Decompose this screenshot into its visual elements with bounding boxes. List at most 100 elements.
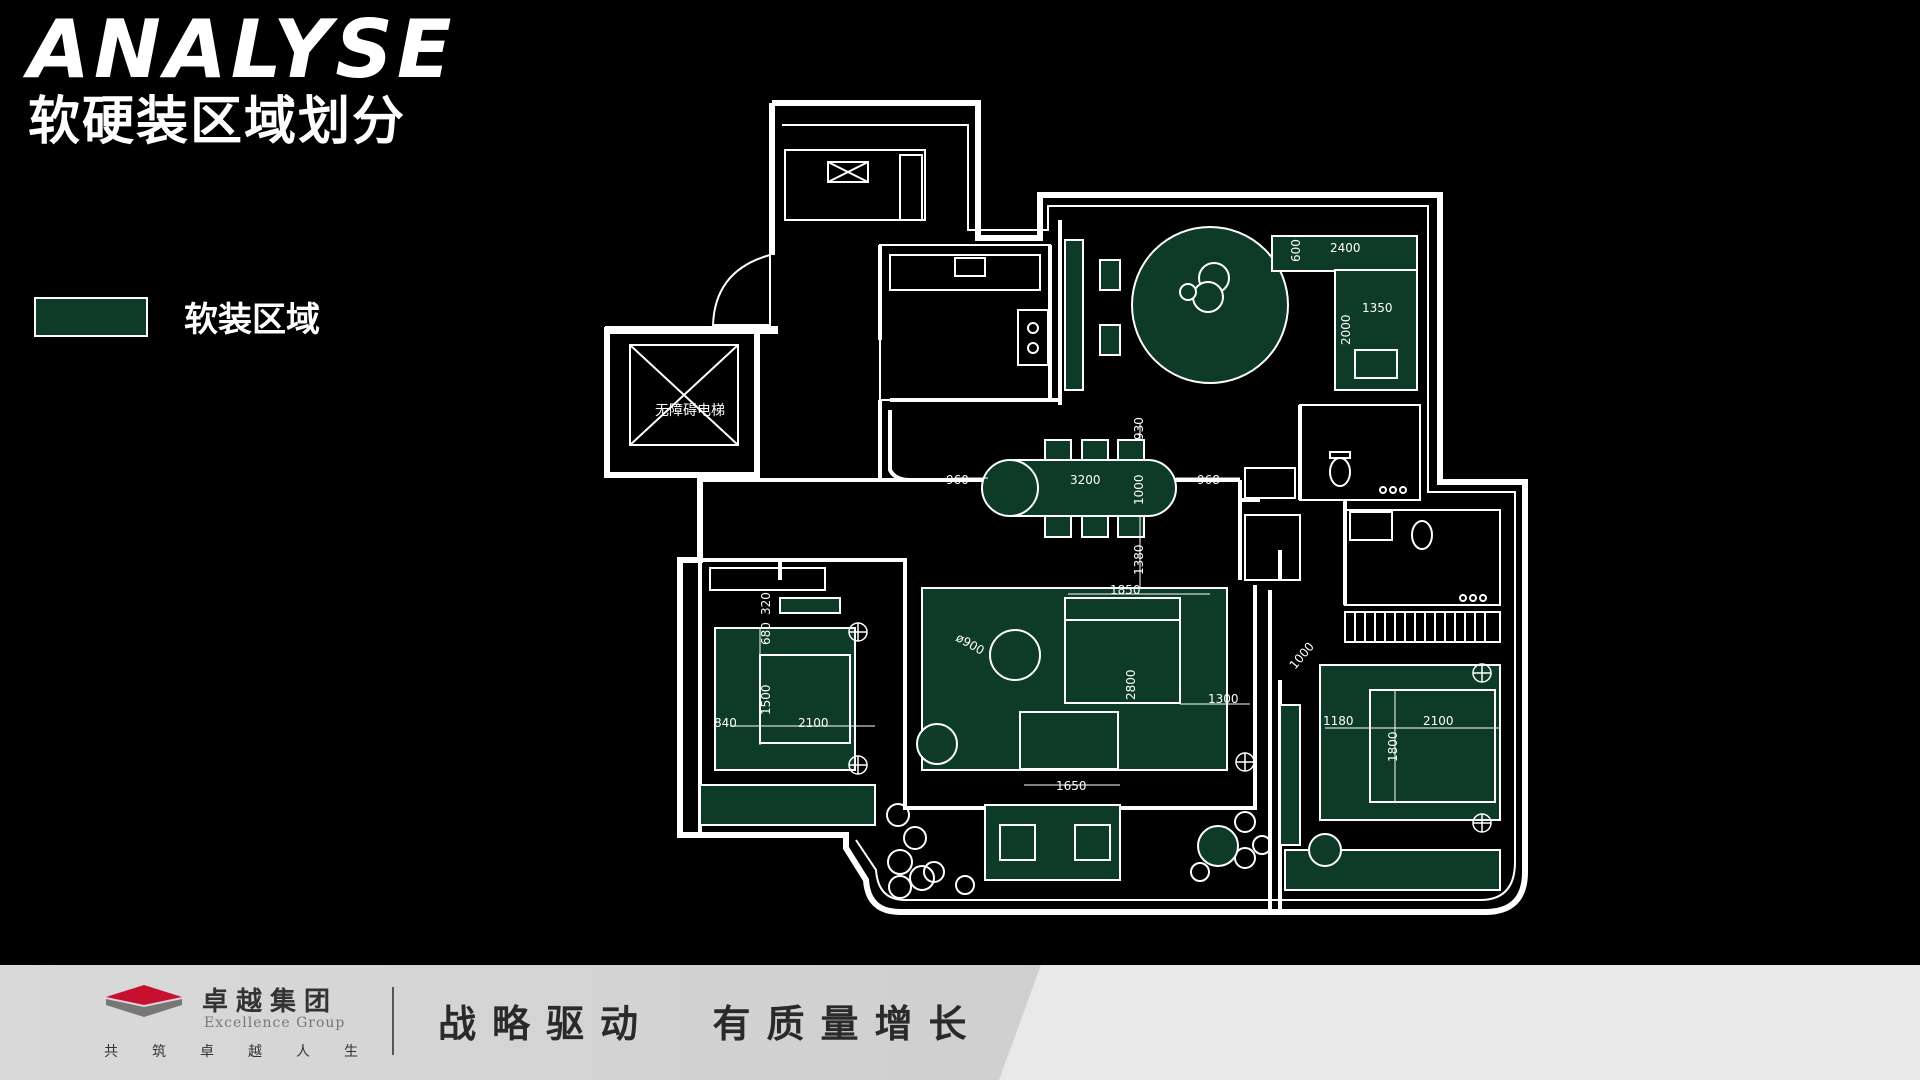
dining-chair: [1117, 439, 1145, 463]
company-logo-icon: [106, 985, 182, 1017]
bath-storage: [1244, 514, 1301, 581]
burner: [1389, 486, 1397, 494]
ottoman: [1019, 711, 1119, 770]
page-title-cn: 软硬装区域划分: [28, 92, 407, 152]
armchair: [916, 723, 958, 765]
elevator-label: 无障碍电梯: [655, 403, 725, 419]
footer-decor: [999, 965, 1920, 1080]
dim-label: 1650: [1056, 779, 1087, 793]
bath-2: [1344, 509, 1501, 606]
closet-hatch: [1354, 612, 1486, 642]
dim-label: 2000: [1339, 314, 1353, 345]
dim-label: 1180: [1323, 714, 1354, 728]
legend-swatch: [34, 296, 148, 337]
dim-label: 840: [714, 716, 737, 730]
burner: [1379, 486, 1387, 494]
side-table: [1192, 281, 1224, 313]
bay: [784, 149, 926, 221]
dim-label: 960: [946, 473, 969, 487]
dim-label: 1800: [1386, 731, 1400, 762]
dim-label: 2100: [798, 716, 829, 730]
dining-chair: [1081, 514, 1109, 538]
tv-cabinet: [999, 824, 1036, 861]
dim-label: 1000: [1132, 474, 1146, 505]
page-title-en: ANALYSE: [28, 3, 456, 96]
burner: [1479, 594, 1487, 602]
round-coffee-table: [989, 629, 1041, 681]
dining-chair: [1081, 439, 1109, 463]
closet: [1344, 611, 1501, 643]
bay-window: [827, 161, 869, 183]
dim-label: 1850: [1110, 583, 1141, 597]
dim-label: 1000: [1287, 640, 1317, 672]
burner: [1399, 486, 1407, 494]
chair: [1099, 259, 1121, 291]
kitchen-sink: [954, 257, 986, 277]
marble-round: [981, 459, 1039, 517]
kitchen-wall: [878, 220, 1062, 405]
bay-cross: [827, 161, 869, 183]
burner: [1459, 594, 1467, 602]
dim-label: 3200: [1070, 473, 1101, 487]
elevator-car: [629, 344, 739, 446]
floor-plan: 无障碍电梯 2400 600 1350 2000 930 960 3200 96…: [604, 100, 1528, 915]
dim-label: 968: [1197, 473, 1220, 487]
dining-chair: [1044, 439, 1072, 463]
company-name-en: Excellence Group: [204, 1015, 346, 1031]
burner: [1469, 594, 1477, 602]
dim-label: 2100: [1423, 714, 1454, 728]
legend-label: 软装区域: [184, 300, 320, 340]
company-name-cn: 卓越集团: [202, 987, 339, 1017]
stove-burner: [1027, 322, 1039, 334]
tv-cabinet: [1074, 824, 1111, 861]
bedroom-wall: [698, 558, 907, 835]
dim-label: 1500: [759, 684, 773, 715]
bath-1: [1299, 404, 1421, 501]
wardrobe: [709, 567, 826, 591]
dim-label: 680: [759, 622, 773, 645]
armchair: [1197, 825, 1239, 867]
toilet: [1329, 457, 1351, 487]
bedroom-bench: [699, 784, 876, 826]
dining-chair: [1044, 514, 1072, 538]
kitchen: [879, 244, 1051, 401]
dim-label: 1380: [1132, 544, 1146, 575]
plants: [886, 803, 1272, 899]
bath-1-sink: [1244, 467, 1296, 499]
dim-label: 320: [759, 592, 773, 615]
dim-label: 2400: [1330, 241, 1361, 255]
sofa-top: [1271, 235, 1418, 272]
ottoman: [1354, 349, 1398, 379]
dim-label: 600: [1289, 239, 1303, 262]
bed: [759, 654, 851, 744]
sofa-back: [1064, 597, 1181, 621]
toilet-tank: [1329, 451, 1351, 459]
bath-wall: [1238, 405, 1347, 605]
outer-wall-inner: [782, 124, 1516, 901]
entry-door: [711, 253, 771, 326]
elevator-cross: [629, 344, 739, 446]
company-motto: 共筑卓越人生: [104, 1044, 392, 1060]
kitchen-stove: [1017, 309, 1049, 366]
footer: 卓越集团 Excellence Group 共筑卓越人生 战略驱动 有质量增长: [0, 965, 1920, 1080]
legend: 软装区域: [34, 292, 320, 341]
corridor-wall: [700, 400, 1260, 502]
footer-slogan: 战略驱动 有质量增长: [438, 1001, 983, 1046]
armchair: [1308, 833, 1342, 867]
footer-divider: [392, 987, 394, 1055]
bed: [1369, 689, 1496, 803]
wardrobe: [1279, 704, 1301, 846]
outer-wall: [677, 100, 1528, 915]
stove-burner: [1027, 342, 1039, 354]
kitchen-counter: [889, 254, 1041, 291]
dim-label: 930: [1132, 417, 1146, 440]
bedroom-wall: [1268, 590, 1282, 912]
dim-label: 1350: [1362, 301, 1393, 315]
dim-label: 2800: [1124, 669, 1138, 700]
bay-cabinet: [899, 154, 923, 221]
dim-label: 1300: [1208, 692, 1239, 706]
chair: [1099, 324, 1121, 356]
bath-2-sink: [1349, 511, 1393, 541]
toilet: [1411, 520, 1433, 550]
nightstand: [779, 597, 841, 614]
